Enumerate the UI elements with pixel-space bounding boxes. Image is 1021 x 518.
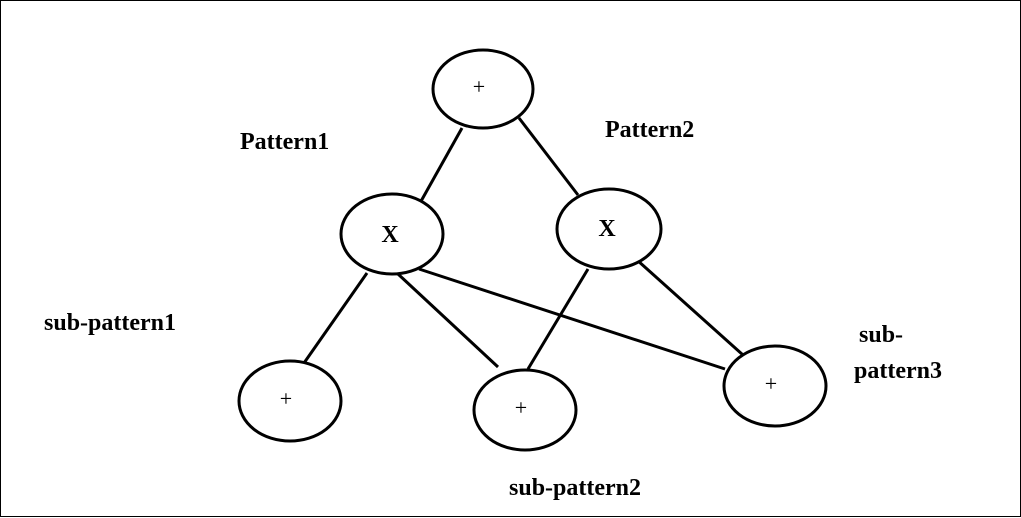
label-sub-pattern2: sub-pattern2 xyxy=(509,475,642,501)
edge-x1-leaf1 xyxy=(302,272,369,364)
edge-root-x2 xyxy=(517,117,580,196)
node-leaf3: + xyxy=(722,344,828,428)
node-leaf3-label: + xyxy=(765,371,777,396)
edge-x2-leaf3 xyxy=(635,258,745,357)
node-x2-label: X xyxy=(598,216,616,242)
edge-x2-leaf2 xyxy=(526,268,590,370)
node-root: + xyxy=(431,48,535,130)
node-leaf1: + xyxy=(237,359,343,443)
node-x1-label: X xyxy=(381,222,399,248)
edge-x1-leaf3 xyxy=(418,267,726,371)
label-pattern1: Pattern1 xyxy=(240,129,330,155)
label-sub-pattern3-line1: sub- xyxy=(859,322,904,348)
node-leaf2-label: + xyxy=(515,395,527,420)
edge-x1-leaf2 xyxy=(396,272,500,369)
node-root-label: + xyxy=(473,74,485,99)
node-x1: X xyxy=(339,192,445,276)
label-sub-pattern3-line2: pattern3 xyxy=(854,358,942,384)
edge-root-x1 xyxy=(418,127,464,204)
node-leaf2: + xyxy=(472,368,578,452)
label-sub-pattern1: sub-pattern1 xyxy=(44,310,177,336)
node-leaf1-label: + xyxy=(280,386,292,411)
node-x2: X xyxy=(555,187,663,271)
label-pattern2: Pattern2 xyxy=(605,117,695,143)
